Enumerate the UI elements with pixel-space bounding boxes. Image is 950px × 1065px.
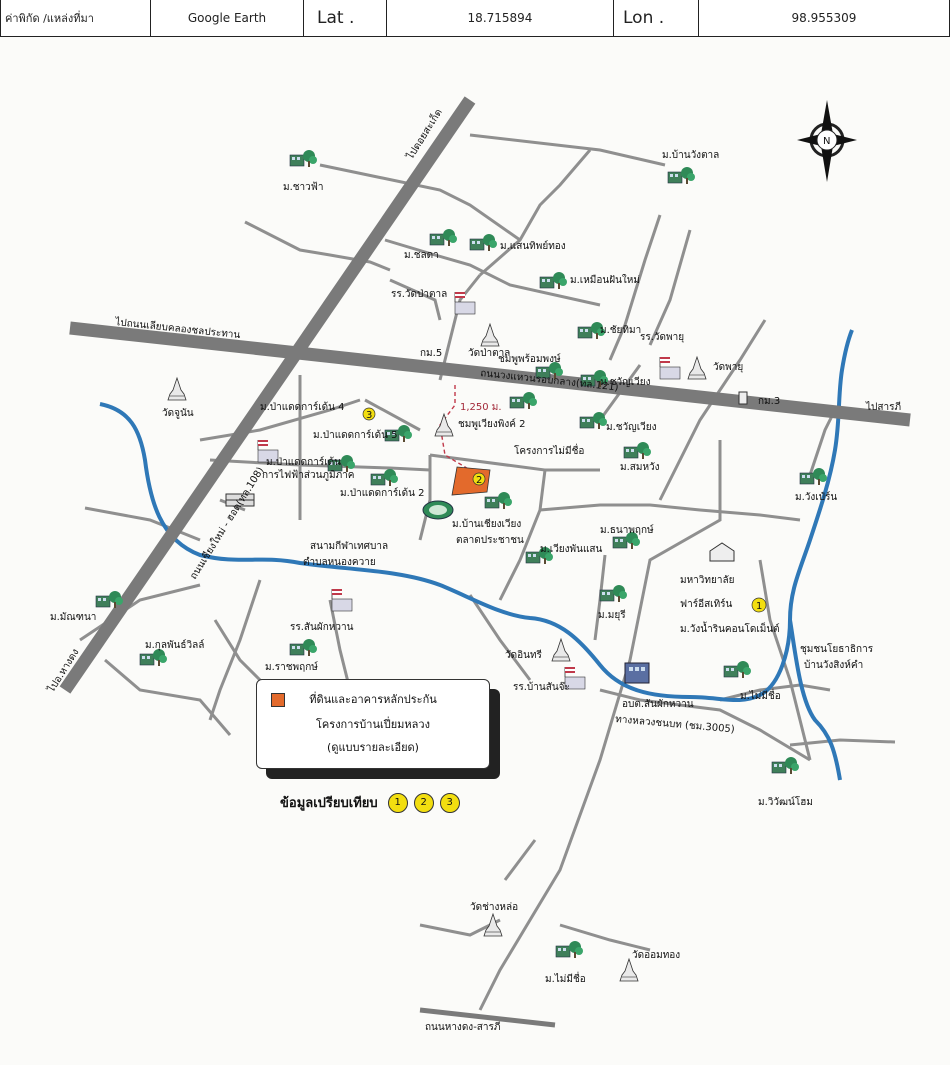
marker-2-number: 2 — [476, 475, 482, 486]
place-labels: ม.ชาวฟ้า ม.บ้านวังตาล ม.ชลดา ม.แสนทิพย์ท… — [50, 149, 874, 985]
label-manthana: ม.มัณฑนา — [50, 612, 96, 623]
marker-1-number: 1 — [756, 601, 762, 612]
comparison-legend: ข้อมูลเปรียบเทียบ 1 2 3 — [280, 792, 460, 813]
label-stadium2: ตำบลหนองควาย — [303, 557, 376, 568]
label-ring-village: ชมพูเวียงพิงค์ 2 — [458, 418, 525, 430]
label-phan-saen: ม.เวียงพันแสน — [540, 543, 603, 555]
label-market: ม.บ้านเชียงเวียง — [452, 518, 521, 530]
label-pa-daet-4: ม.ป่าแดดการ์เด้น 2 — [340, 487, 425, 499]
label-pa-daet-2: ม.ป่าแดดการ์เด้น 5 — [313, 429, 398, 441]
comparison-badge-1: 1 — [387, 792, 408, 813]
label-wat-ton: วัดออมทอง — [632, 950, 680, 961]
road-label-chiangmai-hod: ถนนเชียงใหม่ - ฮอด(ทล.108) — [187, 465, 266, 582]
label-saeng-thong: ม.แสนทิพย์ทอง — [500, 240, 566, 252]
label-chaofah: ม.ชาวฟ้า — [283, 181, 323, 193]
label-wat-pa-khrim: วัดพายุ — [713, 362, 743, 373]
road-label-local-road: ทางหลวงชนบท (ชม.3005) — [615, 714, 735, 735]
label-phra-ma: ม.ธนาพฤกษ์ — [600, 524, 654, 536]
label-pa-daet-3: ม.ป่าแดดการ์เด้น — [266, 456, 341, 468]
comparison-marker-3 — [362, 407, 376, 421]
lat-label: Lat . — [303, 0, 387, 36]
legend-box: ที่ดินและอาคารหลักประกัน โครงการบ้านเปี่… — [256, 679, 490, 769]
label-community: ชุมชนโยธาธิการ — [800, 642, 874, 655]
north-compass: N — [797, 100, 857, 182]
label-wat-mai-school: รร.วัดพายุ — [640, 332, 684, 343]
label-muean-fan: ม.เหมือนฝันใหม่ — [570, 274, 640, 286]
label-wang-tan-2: ม.วังเป๋ร์น — [795, 491, 837, 503]
label-somwang: ม.สมหวัง — [620, 462, 660, 473]
label-mai-mi-chue-2: ม.ไม่มีชื่อ — [545, 971, 586, 985]
label-university2: ฟาร์อีสเทิร์น — [680, 598, 733, 610]
label-wat-chang: วัดช่างหล่อ — [470, 902, 518, 913]
compass-letter: N — [823, 136, 830, 147]
label-wat-pa-tan-school: รร.วัดป่าตาล — [391, 289, 447, 300]
km-post-icon — [738, 391, 748, 405]
label-wiwat-home: ม.วิวัฒน์โฮม — [758, 795, 813, 808]
subject-swatch — [271, 693, 285, 707]
label-chonlada: ม.ชลดา — [404, 250, 439, 261]
label-wang-tan-3: ม.วังน้ำรินคอนโดเม็นต์ — [680, 621, 780, 635]
source-value: Google Earth — [151, 0, 304, 36]
road-label-to-sarapi: ไปสารภี — [865, 401, 901, 413]
label-chaiyaphruek: ม.ชวัญเวียง — [600, 376, 651, 388]
distance-label: 1,250 ม. — [460, 402, 502, 413]
place-label: ค่าพิกัด /แหล่งที่มา — [1, 0, 151, 36]
stadium-icon — [225, 493, 255, 507]
lon-label: Lon . — [613, 0, 699, 36]
location-map: 1,250 ม. 2 3 1 — [45, 96, 911, 1033]
legend-line-3: (ดูแบบรายละเอียด) — [327, 741, 419, 754]
lon-value: 98.955309 — [791, 11, 857, 25]
label-pa-daet-1: ม.ป่าแดดการ์เด้น 4 — [260, 401, 345, 413]
label-wat-inthra: วัดอินทรี — [505, 649, 543, 661]
rivers — [99, 329, 854, 781]
label-km5: กม.5 — [420, 348, 442, 359]
comparison-badge-2: 2 — [413, 792, 434, 813]
label-ban-san: รร.บ้านสันจ๊ะ — [513, 681, 570, 693]
label-elec: การไฟฟ้าส่วนภูมิภาค — [262, 469, 354, 481]
legend-line-2: โครงการบ้านเปี่ยมหลวง — [316, 718, 430, 731]
label-mayfair: ม.มยุรี — [598, 609, 626, 621]
office-icon — [624, 662, 650, 684]
comparison-marker-2 — [472, 472, 486, 486]
lat-value: 18.715894 — [387, 0, 614, 36]
label-rajawongs: ม.ราชพฤกษ์ — [265, 661, 318, 673]
label-kulphan: ม.กุลพันธ์วิลล์ — [145, 639, 204, 651]
label-stadium: สนามกีฬาเทศบาล — [310, 540, 388, 552]
comparison-badge-3: 3 — [439, 792, 460, 813]
minor-roads — [79, 133, 896, 1011]
label-mai-mi-chue: ม.ไม่มีชื่อ — [740, 688, 781, 702]
label-community2: บ้านวังสิงห์คำ — [804, 659, 863, 671]
label-chai-wiang: ม.ชวัญเวียง — [606, 421, 657, 433]
coordinate-header: ค่าพิกัด /แหล่งที่มา Google Earth Lat . … — [0, 0, 950, 37]
market-icon — [422, 500, 454, 520]
comparison-marker-1 — [751, 597, 767, 613]
label-university: มหาวิทยาลัย — [680, 575, 734, 586]
label-sariya: ชมพูพร้อมพงษ์ — [498, 353, 561, 365]
legend-line-1: ที่ดินและอาคารหลักประกัน — [309, 693, 437, 706]
label-school-nong: รร.สันผักหวาน — [290, 622, 354, 633]
main-highways — [59, 96, 911, 1028]
road-label-hangdong-sarapi: ถนนหางดง-สารภี — [425, 1021, 500, 1033]
marker-3-number: 3 — [366, 410, 372, 421]
label-wat-pa-tan: วัดป่าตาล — [468, 348, 510, 359]
label-km3: กม.3 — [758, 396, 780, 407]
university-icon — [709, 542, 735, 562]
label-yeauhin: โครงการไม่มีชื่อ — [514, 443, 584, 457]
label-san-phak: อบต.สันผักหวาน — [622, 699, 694, 710]
label-market2: ตลาดประชาชน — [456, 535, 524, 546]
comparison-label: ข้อมูลเปรียบเทียบ — [280, 796, 378, 811]
label-wat-chom: วัดจูนัน — [162, 408, 194, 419]
label-ban-wang-tan: ม.บ้านวังตาล — [662, 149, 719, 161]
label-somphob: ม.ชัยทิมา — [600, 325, 641, 336]
